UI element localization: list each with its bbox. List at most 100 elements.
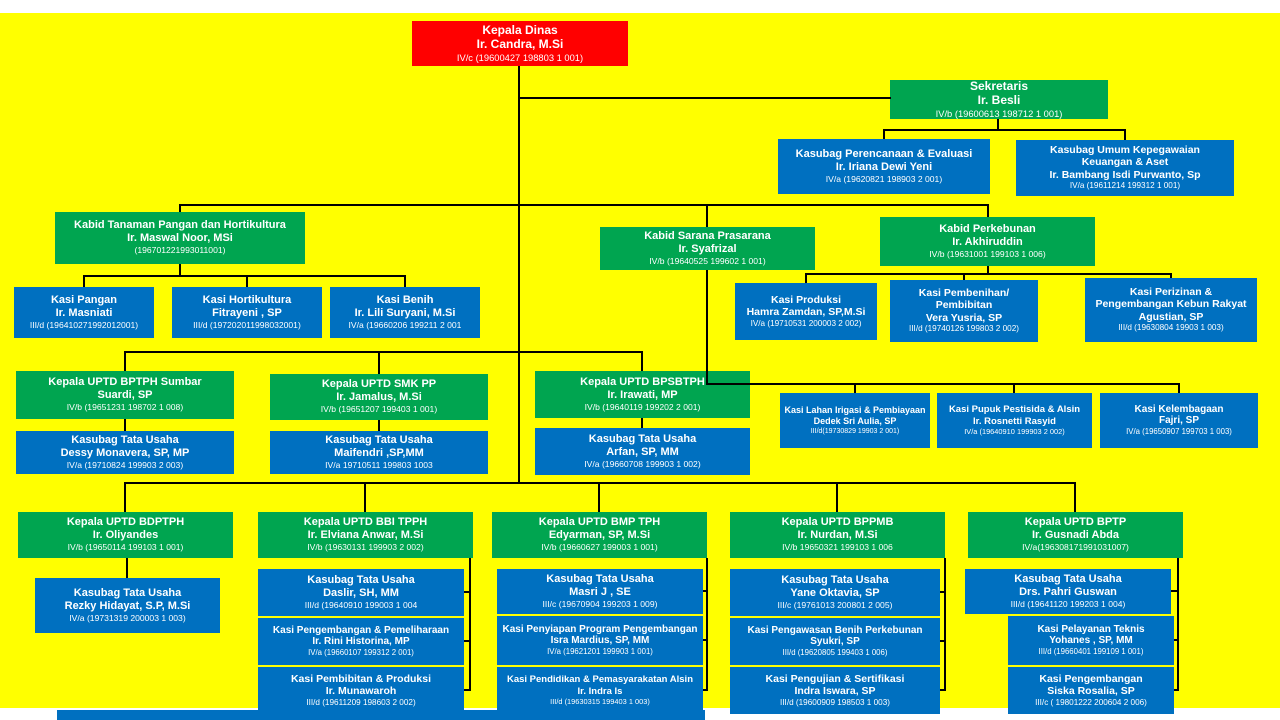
connector-line	[703, 639, 706, 641]
uptd-smk-pp-line-0: Kepala UPTD SMK PP	[321, 378, 437, 391]
connector-line	[378, 353, 380, 374]
connector-line	[1178, 385, 1180, 393]
connector-line	[83, 277, 85, 287]
uptd-bptph-sumbar-line-1: Suardi, SP	[97, 389, 153, 402]
uptd-bbi-tpph-line-1: Ir. Elviana Anwar, M.Si	[307, 529, 424, 542]
kasi-pembibitan-produksi-line-1: Ir. Munawaroh	[325, 685, 397, 698]
tu-pahri-line-1: Drs. Pahri Guswan	[1019, 585, 1117, 598]
kasi-pelayanan-teknis-line-2: III/d (19660401 199109 1 001)	[1038, 647, 1144, 657]
kabid-tanaman-line-1: Ir. Maswal Noor, MSi	[127, 232, 233, 245]
kasi-pengembangan-bptp-line-0: Kasi Pengembangan	[1039, 672, 1143, 685]
uptd-bptph-sumbar-line-2: IV/b (19651231 198702 1 008)	[66, 402, 184, 413]
kasi-perizinan-line-1: Pengembangan Kebun Rakyat	[1095, 298, 1247, 311]
kepala-dinas-line-2: IV/c (19600427 198803 1 001)	[456, 52, 584, 63]
connector-line	[179, 204, 989, 206]
connector-line	[706, 270, 708, 384]
connector-line	[883, 131, 885, 139]
connector-line	[1013, 385, 1015, 393]
tu-masri-line-0: Kasubag Tata Usaha	[546, 572, 654, 585]
kasi-pangan-line-2: III/d (196410271992012001)	[29, 319, 139, 330]
kasi-pendidikan-pemasyarakatan-line-2: III/d (19630315 199403 1 003)	[550, 696, 650, 706]
kasi-produksi-line-2: IV/a (19710531 200003 2 002)	[750, 318, 862, 328]
uptd-bmp-tph-line-0: Kepala UPTD BMP TPH	[538, 516, 661, 529]
kasubag-umum-line-2: Ir. Bambang Isdi Purwanto, Sp	[1049, 168, 1201, 181]
connector-line	[179, 264, 181, 276]
uptd-bptp-line-0: Kepala UPTD BPTP	[1024, 516, 1127, 529]
kabid-perkebunan-line-1: Ir. Akhiruddin	[952, 235, 1023, 248]
tu-yane-line-1: Yane Oktavia, SP	[790, 586, 880, 599]
kasi-perizinan-line-3: III/d (19630804 19903 1 003)	[1118, 323, 1224, 333]
sekretaris-line-1: Ir. Besli	[977, 93, 1021, 108]
kasi-pendidikan-pemasyarakatan-line-1: Ir. Indra Is	[577, 685, 623, 697]
connector-line	[703, 590, 706, 592]
kabid-tanaman-line-0: Kabid Tanaman Pangan dan Hortikultura	[74, 219, 286, 232]
connector-line	[469, 558, 471, 691]
tu-masri-line-1: Masri J , SE	[569, 585, 631, 598]
connector-line	[1124, 131, 1126, 140]
uptd-bpsbtph-line-1: Ir. Irawati, MP	[607, 388, 678, 401]
connector-line	[836, 484, 838, 512]
tu-arfan-line-2: IV/a (19660708 199903 1 002)	[584, 458, 701, 469]
uptd-smk-pp-line-1: Ir. Jamalus, M.Si	[336, 391, 422, 404]
kasubag-umum-line-3: IV/a (19611214 199312 1 001)	[1069, 181, 1181, 191]
kasi-pembenihan-line-3: III/d (19740126 199803 2 002)	[909, 324, 1019, 334]
kasi-pengembangan-bptp-line-2: III/c ( 19801222 200604 2 006)	[1035, 697, 1147, 707]
connector-line	[124, 351, 643, 353]
connector-line	[1074, 484, 1076, 512]
uptd-bptp-line-1: Ir. Gusnadi Abda	[1032, 529, 1119, 542]
kasi-hortikultura-line-1: Fitrayeni , SP	[212, 306, 282, 319]
kabid-perkebunan-line-2: IV/b (19631001 199103 1 006)	[929, 248, 1046, 259]
tu-arfan-line-1: Arfan, SP, MM	[606, 445, 679, 458]
kasi-perizinan-line-2: Agustian, SP	[1138, 310, 1204, 323]
kasubag-umum-line-0: Kasubag Umum Kepegawaian	[1050, 144, 1200, 157]
kasi-benih-line-1: Ir. Lili Suryani, M.Si	[354, 306, 456, 319]
kasi-pengembangan-pemeliharaan-line-0: Kasi Pengembangan & Pemeliharaan	[272, 624, 450, 636]
connector-line	[987, 266, 989, 274]
kasi-kelembagaan-line-2: IV/a (19650907 199703 1 003)	[1126, 427, 1232, 437]
connector-line	[179, 206, 181, 212]
connector-line	[997, 119, 999, 131]
kasi-pupuk-line-1: Ir. Rosnetti Rasyid	[973, 415, 1056, 427]
tu-yane-line-0: Kasubag Tata Usaha	[781, 573, 889, 586]
connector-line	[464, 689, 469, 691]
connector-line	[464, 591, 469, 593]
kasubag-umum-line-1: Keuangan & Aset	[1081, 156, 1169, 169]
kasi-produksi-line-0: Kasi Produksi	[770, 293, 842, 306]
kasi-pembibitan-produksi-line-2: III/d (19611209 198603 2 002)	[306, 697, 416, 707]
connector-line	[940, 689, 944, 691]
connector-line	[1170, 275, 1172, 278]
connector-line	[854, 385, 856, 393]
connector-line	[1174, 689, 1177, 691]
kasi-pembibitan-produksi-line-0: Kasi Pembibitan & Produksi	[290, 672, 432, 685]
connector-line	[805, 275, 807, 283]
kasi-pengembangan-bptp-line-1: Siska Rosalia, SP	[1047, 685, 1135, 698]
tu-arfan-line-0: Kasubag Tata Usaha	[588, 432, 697, 445]
connector-line	[1171, 590, 1177, 592]
kasi-pangan-line-0: Kasi Pangan	[50, 293, 118, 306]
connector-line	[83, 275, 406, 277]
connector-line	[706, 383, 1180, 385]
kasi-perizinan-line-0: Kasi Perizinan &	[1129, 286, 1213, 299]
uptd-bppmb-line-0: Kepala UPTD BPPMB	[781, 516, 894, 529]
kasi-pengujian-sertifikasi-line-2: III/d (19600909 198503 1 003)	[780, 697, 890, 707]
tu-rezky-line-0: Kasubag Tata Usaha	[73, 586, 182, 599]
uptd-bbi-tpph-line-0: Kepala UPTD BBI TPPH	[303, 516, 428, 529]
